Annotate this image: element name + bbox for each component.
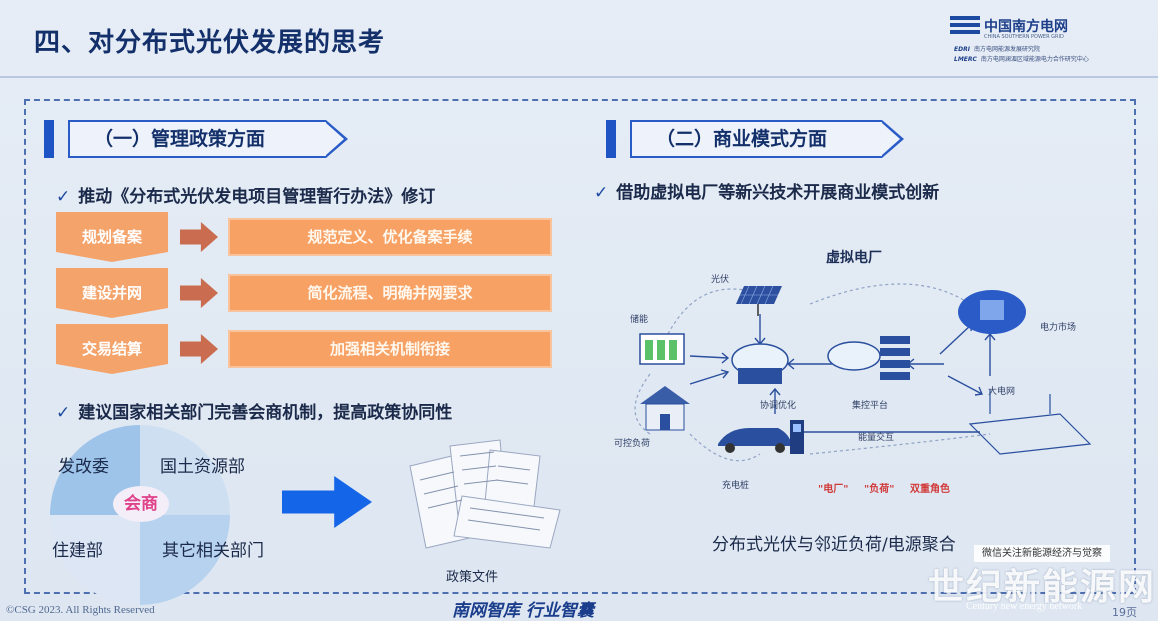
aggregation-caption: 分布式光伏与邻近负荷/电源聚合 (712, 535, 956, 555)
action-settlement: 加强相关机制衔接 (228, 330, 552, 368)
vpp-title: 虚拟电厂 (826, 250, 882, 266)
dept-others: 其它相关部门 (162, 541, 264, 561)
csg-logo-icon (950, 16, 980, 42)
label-load: 可控负荷 (614, 439, 651, 449)
battery-storage-icon (639, 333, 685, 365)
label-pv: 光伏 (711, 275, 730, 285)
check-icon: ✓ (56, 403, 71, 423)
check-icon: ✓ (56, 187, 71, 207)
stage-settlement: 交易结算 (56, 324, 168, 374)
dept-housing: 住建部 (52, 541, 103, 561)
label-control: 集控平台 (852, 401, 889, 411)
house-load-icon (640, 386, 690, 431)
logo-name-en: CHINA SOUTHERN POWER GRID (984, 34, 1064, 40)
cloud-coordinator-icon (731, 343, 789, 384)
control-platform-icon (827, 336, 910, 380)
label-coordinate: 协调优化 (760, 401, 797, 411)
label-charger: 充电桩 (722, 481, 750, 491)
label-dual-c: 双重角色 (910, 484, 950, 495)
business-point-1: ✓借助虚拟电厂等新兴技术开展商业模式创新 (594, 183, 940, 203)
dept-ndrc: 发改委 (58, 457, 109, 477)
check-icon: ✓ (594, 183, 609, 203)
policy-documents-icon (409, 439, 561, 549)
footer-slogan: 南网智库 行业智囊 (452, 601, 594, 621)
section-marker (606, 120, 616, 158)
policy-point-1: ✓推动《分布式光伏发电项目管理暂行办法》修订 (56, 187, 436, 207)
header-divider (0, 76, 1158, 78)
action-planning: 规范定义、优化备案手续 (228, 218, 552, 256)
section-marker (44, 120, 54, 158)
page-number: 19页 (1112, 606, 1137, 619)
power-grid-icon (968, 389, 1092, 455)
watermark-wechat: 微信关注新能源经济与觉察 (974, 545, 1110, 562)
solar-panel-icon (736, 285, 782, 316)
policy-documents-label: 政策文件 (446, 570, 499, 585)
power-market-icon (958, 290, 1026, 334)
vpp-diagram (634, 283, 1092, 462)
policy-point-2: ✓建议国家相关部门完善会商机制，提高政策协同性 (56, 403, 453, 423)
label-dual-b: "负荷" (864, 484, 895, 495)
consultation-center: 会商 (113, 486, 169, 522)
label-dual-a: "电厂" (818, 484, 849, 495)
section-title-policy: （一）管理政策方面 (68, 120, 326, 158)
content-frame (24, 99, 1136, 594)
ev-charger-icon (718, 420, 804, 454)
label-grid: 大电网 (988, 387, 1016, 397)
dept-land: 国土资源部 (160, 457, 245, 477)
stage-planning: 规划备案 (56, 212, 168, 262)
watermark-en: Century new energy network (966, 601, 1083, 612)
watermark-logo: 世纪新能源网 (928, 566, 1157, 608)
page-title: 四、对分布式光伏发展的思考 (34, 28, 386, 58)
label-storage: 储能 (630, 315, 649, 325)
stage-construction: 建设并网 (56, 268, 168, 318)
section-title-business: （二）商业模式方面 (630, 120, 882, 158)
logo-name-cn: 中国南方电网 (984, 19, 1068, 35)
action-construction: 简化流程、明确并网要求 (228, 274, 552, 312)
copyright: ©CSG 2023. All Rights Reserved (6, 604, 155, 616)
label-market: 电力市场 (1040, 323, 1077, 333)
label-interaction: 能量交互 (858, 433, 895, 443)
